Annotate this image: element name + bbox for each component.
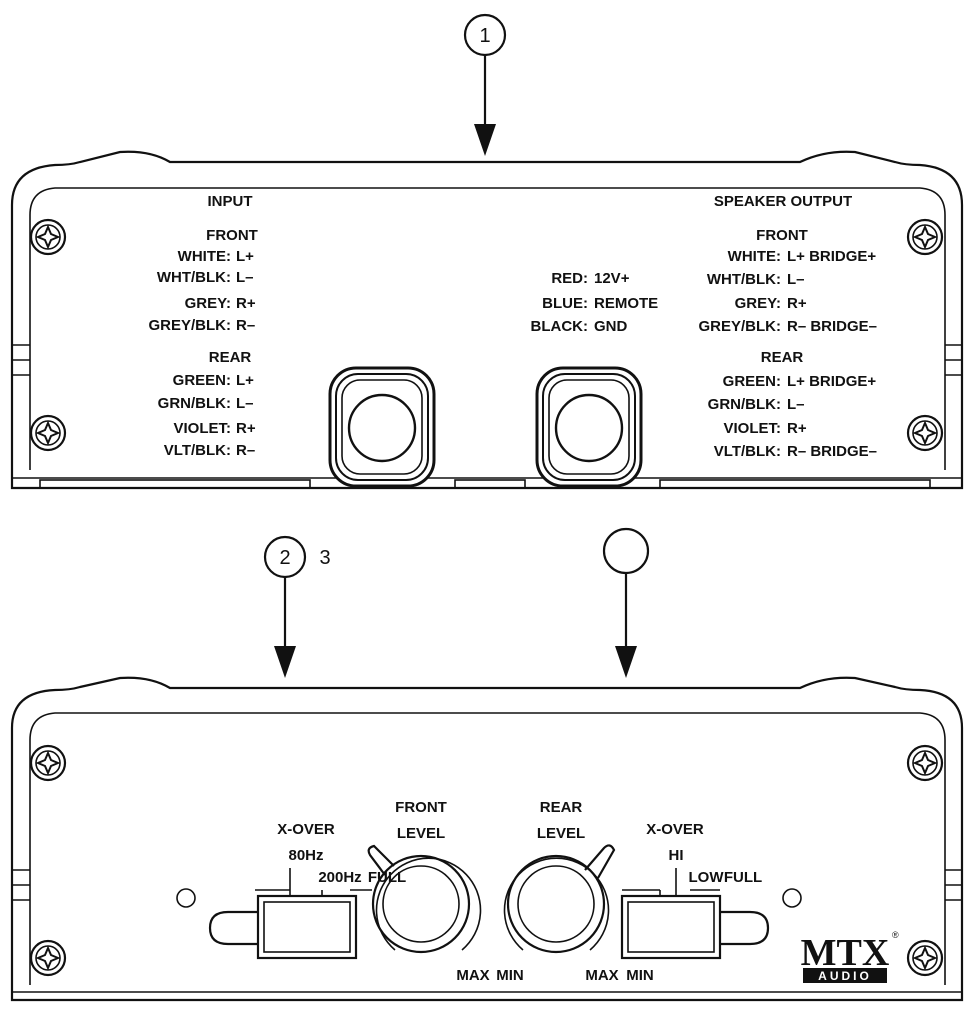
callout-1-number: 1 xyxy=(479,25,490,47)
rear-level-knob[interactable]: REAR LEVEL MAX MIN xyxy=(503,799,654,984)
logo-text: MTX xyxy=(801,932,890,974)
wire-polarity: R– BRIDGE– xyxy=(787,318,877,335)
wire-color: GREEN: xyxy=(173,372,231,389)
left-xover-80hz: 80Hz xyxy=(288,847,323,864)
wire-polarity: L+ BRIDGE+ xyxy=(787,248,876,265)
wire-polarity: R+ xyxy=(787,420,807,437)
front-max-label: MAX xyxy=(456,967,489,984)
rear-max-label: MAX xyxy=(585,967,618,984)
rear-level-label-1: REAR xyxy=(540,799,583,816)
arrow-down-icon xyxy=(474,124,496,156)
arrow-down-icon xyxy=(615,646,637,678)
output-title: SPEAKER OUTPUT xyxy=(714,193,852,210)
front-level-knob[interactable]: FRONT LEVEL MAX MIN xyxy=(367,799,524,984)
rear-min-label: MIN xyxy=(626,967,654,984)
right-xover-full: FULL xyxy=(724,869,762,886)
wire-polarity: L– xyxy=(236,395,254,412)
wire-color: GREY: xyxy=(735,295,781,312)
power-rows: RED: 12V+ BLUE: REMOTE BLACK: GND xyxy=(531,270,659,335)
wire-color: WHITE: xyxy=(178,248,231,265)
output-front-heading: FRONT xyxy=(756,227,808,244)
wire-color: GREY/BLK: xyxy=(699,318,782,335)
power-value: 12V+ xyxy=(594,270,630,287)
wire-polarity: L– xyxy=(236,269,254,286)
led-icon xyxy=(176,888,196,908)
callout-2-number: 2 xyxy=(279,547,290,569)
wire-polarity: L– xyxy=(787,396,805,413)
screw-icon xyxy=(906,939,944,977)
screw-icon xyxy=(906,414,944,452)
wire-color: BLUE: xyxy=(542,295,588,312)
wire-polarity: R– xyxy=(236,317,255,334)
wire-polarity: L+ xyxy=(236,372,254,389)
power-value: GND xyxy=(594,318,628,335)
callout-1: 1 xyxy=(463,13,507,156)
right-xover-title: X-OVER xyxy=(646,821,704,838)
screw-icon xyxy=(29,939,67,977)
wire-color: VIOLET: xyxy=(173,420,231,437)
wire-color: VIOLET: xyxy=(723,420,781,437)
mtx-audio-logo: MTX AUDIO ® xyxy=(801,930,899,983)
wire-color: RED: xyxy=(551,270,588,287)
wire-color: VLT/BLK: xyxy=(164,442,231,459)
input-title: INPUT xyxy=(208,193,253,210)
screw-icon xyxy=(29,414,67,452)
wire-polarity: R– BRIDGE– xyxy=(787,443,877,460)
top-panel: INPUT FRONT WHITE: L+ WHT/BLK: L– GREY: … xyxy=(10,150,964,490)
wire-polarity: R– xyxy=(236,442,255,459)
wire-color: WHT/BLK: xyxy=(157,269,231,286)
rear-level-label-2: LEVEL xyxy=(537,825,585,842)
right-xover-hi: HI xyxy=(669,847,684,864)
output-connector xyxy=(535,366,643,488)
arrow-down-icon xyxy=(274,646,296,678)
wire-polarity: R+ xyxy=(236,420,256,437)
input-rear-rows: GREEN: L+ GRN/BLK: L– VIOLET: R+ VLT/BLK… xyxy=(158,372,256,459)
wire-polarity: L+ xyxy=(236,248,254,265)
logo-subtext: AUDIO xyxy=(818,969,872,983)
wire-polarity: L– xyxy=(787,271,805,288)
output-front-rows: WHITE: L+ BRIDGE+ WHT/BLK: L– GREY: R+ G… xyxy=(699,248,878,335)
wire-polarity: L+ BRIDGE+ xyxy=(787,373,876,390)
wire-polarity: R+ xyxy=(787,295,807,312)
screw-icon xyxy=(906,218,944,256)
front-level-label-2: LEVEL xyxy=(397,825,445,842)
input-rear-heading: REAR xyxy=(209,349,252,366)
output-rear-rows: GREEN: L+ BRIDGE+ GRN/BLK: L– VIOLET: R+… xyxy=(708,373,877,460)
registered-mark: ® xyxy=(892,930,899,940)
input-front-heading: FRONT xyxy=(206,227,258,244)
front-level-label-1: FRONT xyxy=(395,799,447,816)
screw-icon xyxy=(29,744,67,782)
output-rear-heading: REAR xyxy=(761,349,804,366)
screw-icon xyxy=(29,218,67,256)
screw-icon xyxy=(906,744,944,782)
power-value: REMOTE xyxy=(594,295,658,312)
led-icon xyxy=(782,888,802,908)
wire-color: WHITE: xyxy=(728,248,781,265)
bottom-panel: X-OVER 80Hz 200Hz FULL FRONT LEVEL MAX M… xyxy=(10,676,964,1002)
wire-color: BLACK: xyxy=(531,318,589,335)
wire-color: GREY/BLK: xyxy=(149,317,232,334)
front-min-label: MIN xyxy=(496,967,524,984)
right-xover-switch[interactable]: X-OVER HI LOW FULL xyxy=(620,821,770,960)
wire-color: GREY: xyxy=(185,295,231,312)
right-xover-low: LOW xyxy=(689,869,725,886)
input-front-rows: WHITE: L+ WHT/BLK: L– GREY: R+ GREY/BLK:… xyxy=(149,248,256,334)
left-xover-200hz: 200Hz xyxy=(318,869,361,886)
wire-color: VLT/BLK: xyxy=(714,443,781,460)
wire-color: GRN/BLK: xyxy=(158,395,231,412)
wire-color: GRN/BLK: xyxy=(708,396,781,413)
left-xover-title: X-OVER xyxy=(277,821,335,838)
callout-3-number: 3 xyxy=(319,547,330,569)
wire-color: WHT/BLK: xyxy=(707,271,781,288)
wire-color: GREEN: xyxy=(723,373,781,390)
wire-polarity: R+ xyxy=(236,295,256,312)
callout-4 xyxy=(602,527,650,678)
left-xover-switch[interactable]: X-OVER 80Hz 200Hz FULL xyxy=(208,821,406,960)
input-connector xyxy=(328,366,436,488)
callout-2: 2 3 xyxy=(263,535,331,678)
